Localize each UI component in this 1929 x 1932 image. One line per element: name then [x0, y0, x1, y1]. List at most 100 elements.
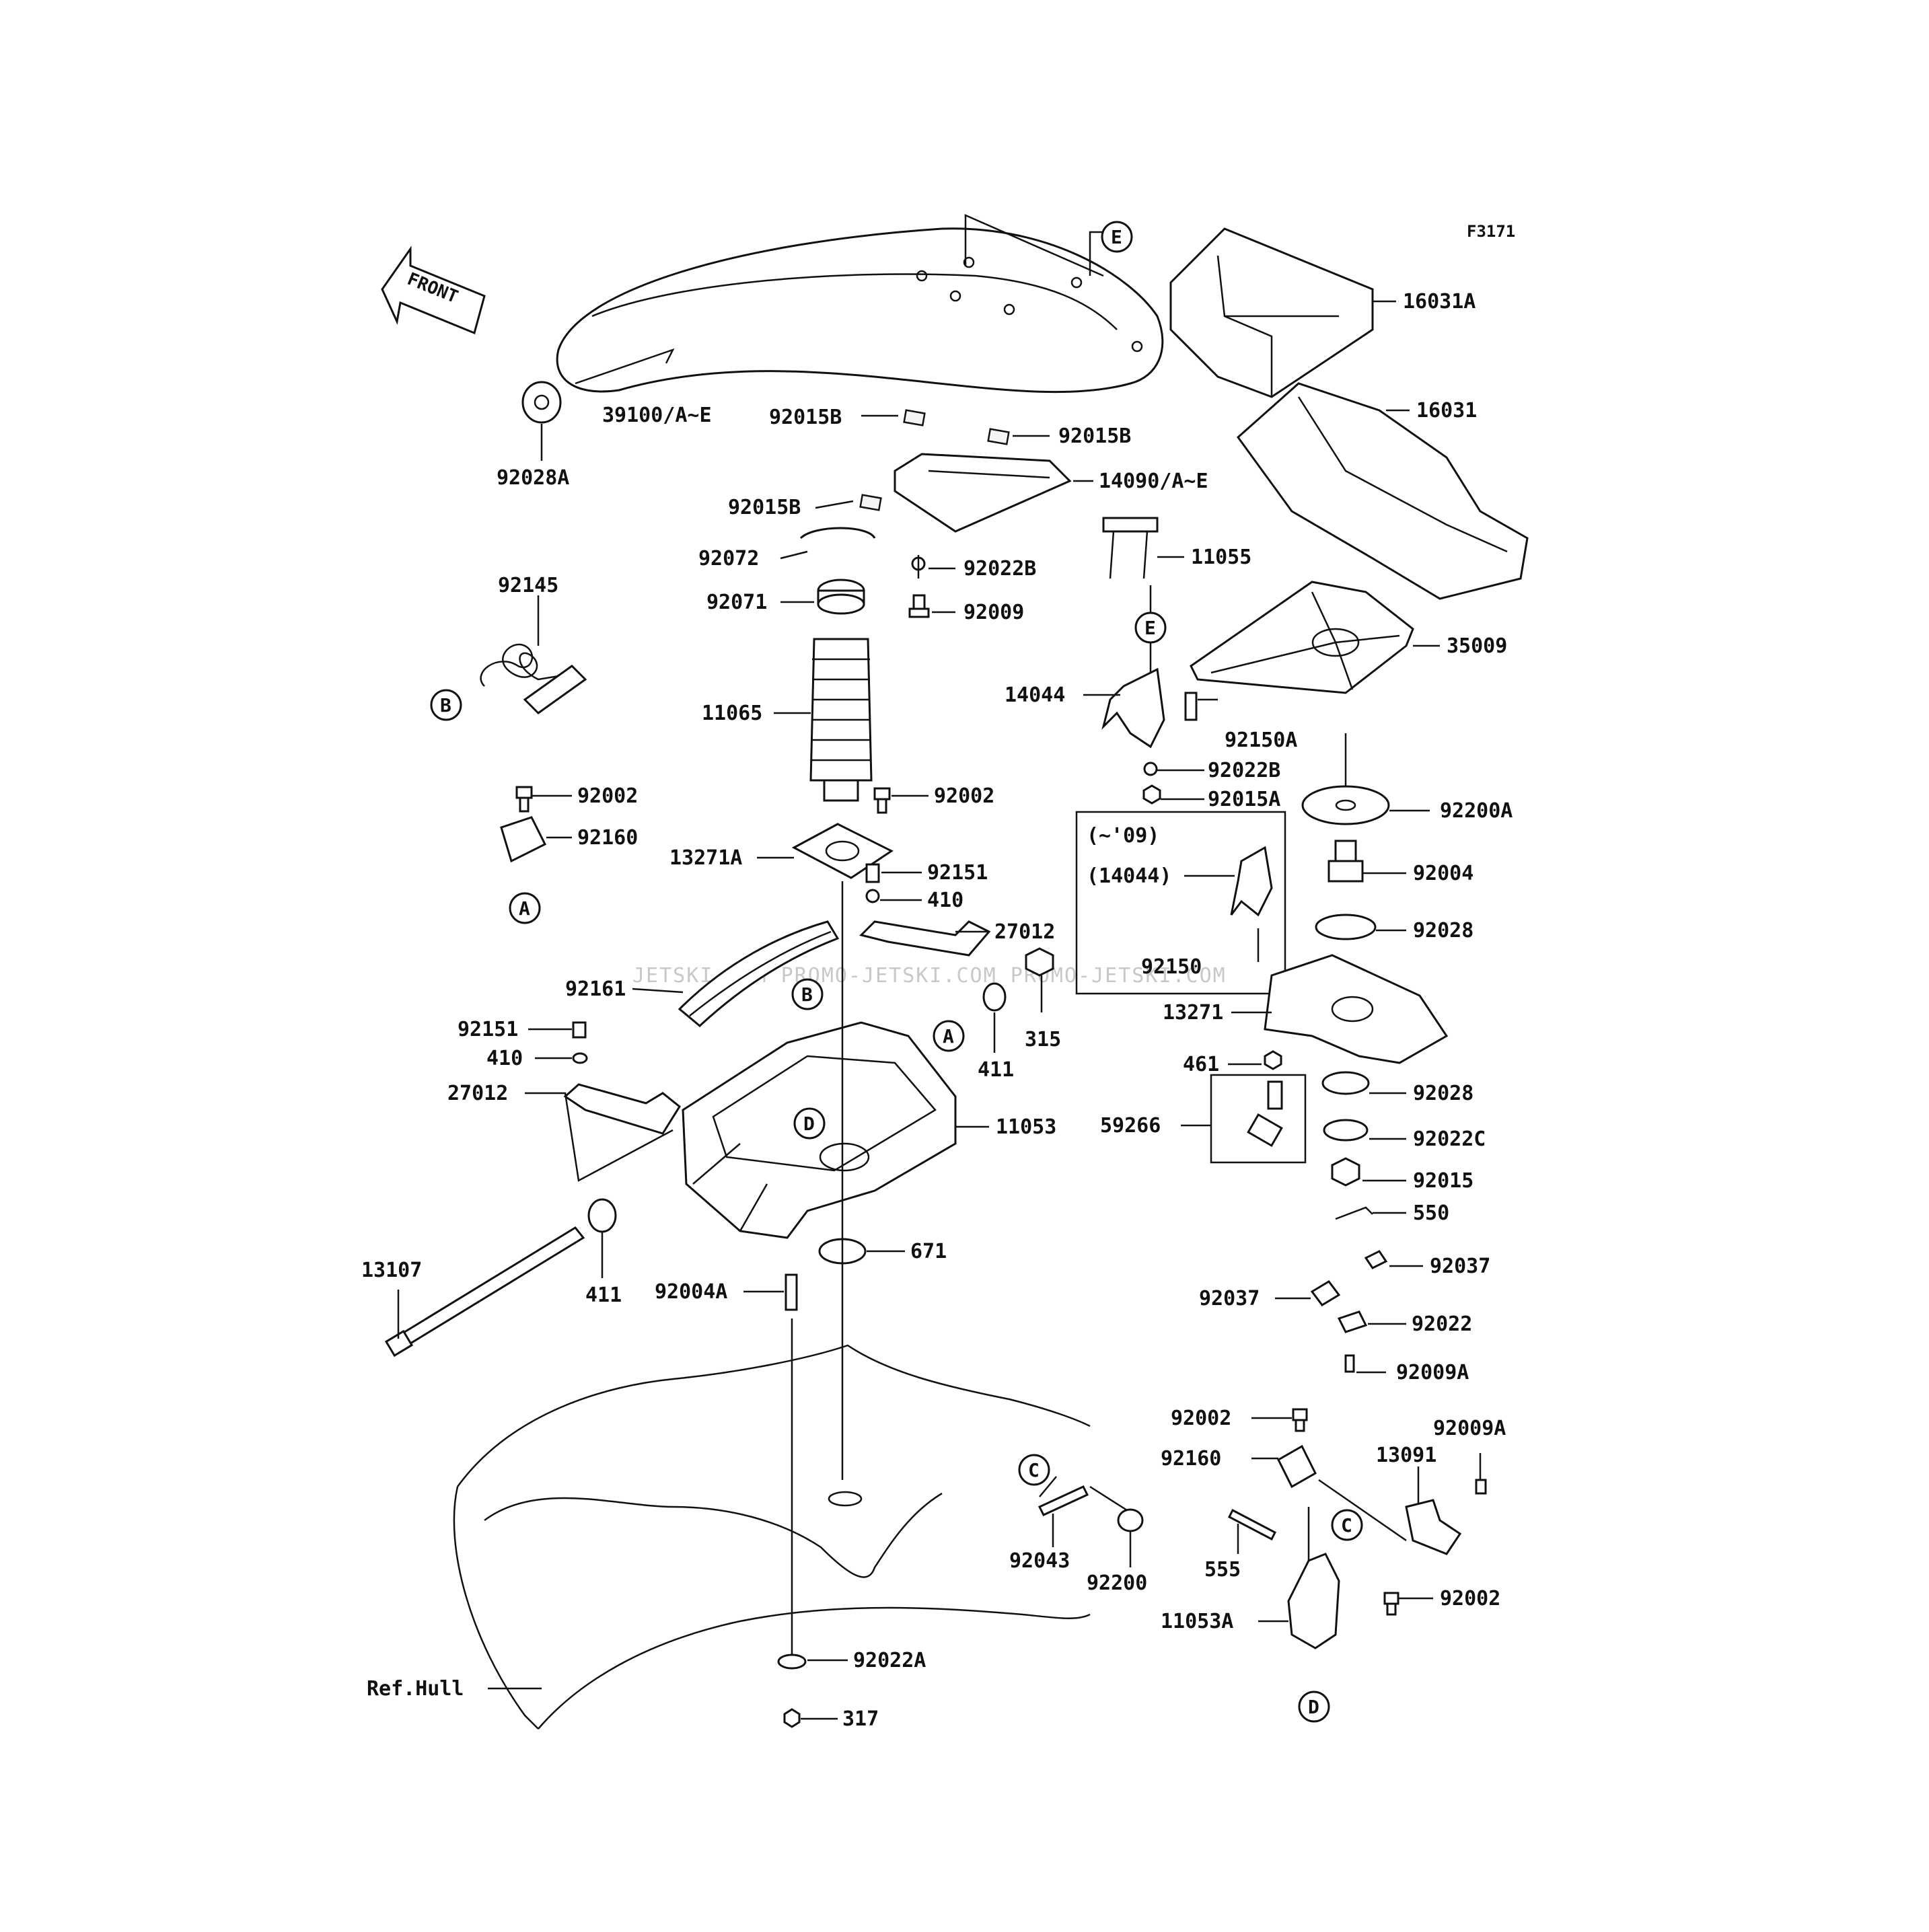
clip-11055 [1102, 517, 1159, 579]
clip-92015b-1 [903, 409, 926, 426]
bolt-92002-3 [1292, 1408, 1308, 1432]
svg-text:A: A [943, 1025, 954, 1047]
grommet-92071 [817, 579, 865, 615]
svg-text:C: C [1028, 1459, 1040, 1481]
label-13091: 13091 [1376, 1444, 1436, 1467]
pin-550 [1335, 1206, 1373, 1220]
nut-92015a [1142, 784, 1161, 805]
washer-92022b-2 [1143, 761, 1158, 776]
label-92043: 92043 [1009, 1549, 1070, 1573]
svg-text:B: B [801, 983, 813, 1006]
svg-text:C: C [1341, 1514, 1352, 1536]
label-16031: 16031 [1416, 399, 1477, 422]
pin-92043 [1038, 1485, 1089, 1516]
label-16031a: 16031A [1403, 290, 1476, 313]
label-92150a: 92150A [1225, 729, 1297, 752]
bolt-92002-1 [515, 786, 533, 813]
washer-92200a [1301, 785, 1390, 825]
label-92071: 92071 [706, 591, 767, 614]
washer-410-2 [572, 1052, 588, 1064]
label-35009: 35009 [1447, 634, 1507, 658]
label-92022c: 92022C [1413, 1127, 1486, 1151]
cover-14090 [894, 453, 1072, 533]
figure-id: F3171 [1467, 222, 1515, 241]
nut-461 [1264, 1050, 1282, 1070]
callout-c-bracket: C [1331, 1509, 1363, 1541]
label-671: 671 [910, 1240, 947, 1263]
label-92004: 92004 [1413, 862, 1473, 885]
bracket-11053a [1287, 1553, 1340, 1649]
svg-text:E: E [1144, 617, 1156, 639]
label-92022b-1: 92022B [963, 557, 1036, 581]
bracket-27012-1 [859, 920, 991, 957]
label-92161: 92161 [565, 977, 626, 1001]
label-411-1: 411 [978, 1058, 1014, 1082]
label-92028-1: 92028 [1413, 919, 1473, 942]
label-92015a: 92015A [1208, 788, 1280, 811]
label-11053: 11053 [996, 1115, 1056, 1139]
label-92028a: 92028A [497, 466, 569, 490]
label-92015b-2: 92015B [1058, 424, 1131, 448]
label-92072: 92072 [698, 547, 759, 570]
plate-35009 [1190, 581, 1414, 694]
label-92022a: 92022A [853, 1649, 926, 1672]
clip-92015b-2 [987, 428, 1010, 445]
seat-cover-part [556, 227, 1164, 394]
plate-13271 [1264, 954, 1449, 1064]
bracket-27012-2 [563, 1083, 681, 1135]
label-14090: 14090/A~E [1099, 470, 1208, 493]
washer-92200 [1117, 1508, 1144, 1532]
washer-92022c [1323, 1119, 1369, 1142]
stud-92004a [785, 1273, 798, 1311]
label-555: 555 [1204, 1558, 1241, 1582]
callout-a-base: A [933, 1020, 965, 1052]
hull-outline [453, 1344, 1091, 1730]
stud-92004 [1327, 840, 1364, 883]
callout-d-base: D [793, 1107, 826, 1140]
nut-92015 [1331, 1157, 1360, 1187]
bolt-92150a [1184, 692, 1198, 721]
label-92022: 92022 [1412, 1312, 1472, 1336]
bolt-92002-4 [1383, 1592, 1399, 1616]
washer-411-1 [982, 982, 1007, 1012]
label-550: 550 [1413, 1201, 1449, 1225]
label-92028-2: 92028 [1413, 1082, 1473, 1105]
screw-92009a-2 [1475, 1479, 1487, 1495]
label-11053a: 11053A [1161, 1610, 1233, 1633]
svg-text:A: A [519, 897, 530, 920]
label-410-1: 410 [927, 889, 963, 912]
nut-317 [783, 1708, 801, 1728]
label-92037-1: 92037 [1430, 1255, 1490, 1278]
svg-text:D: D [803, 1113, 815, 1135]
clip-92037-2 [1310, 1280, 1341, 1306]
bolt-92151-2 [572, 1021, 587, 1039]
label-317: 317 [842, 1707, 879, 1731]
label-92002-4: 92002 [1440, 1587, 1500, 1610]
callout-c-pin: C [1018, 1454, 1050, 1486]
spring-92145 [480, 643, 587, 714]
label-59266: 59266 [1100, 1114, 1161, 1138]
leader-lines [397, 214, 1482, 1720]
washer-410-1 [865, 889, 880, 903]
callout-e-mid: E [1134, 611, 1167, 644]
svg-text:D: D [1308, 1696, 1319, 1718]
label-411-2: 411 [585, 1284, 622, 1307]
label-92160-1: 92160 [577, 826, 638, 850]
bracket-13091 [1405, 1499, 1462, 1555]
label-92009: 92009 [963, 601, 1024, 624]
label-92015: 92015 [1413, 1169, 1473, 1193]
label-27012-1: 27012 [994, 920, 1055, 944]
nut-315 [1025, 947, 1054, 977]
label-92002-2: 92002 [934, 784, 994, 808]
variant-part: (14044) [1087, 864, 1171, 888]
label-92200a: 92200A [1440, 799, 1513, 823]
bolt-92002-2 [873, 787, 891, 814]
label-92145: 92145 [498, 574, 558, 597]
label-13107: 13107 [361, 1259, 422, 1282]
bracket-92160-1 [500, 816, 547, 863]
svg-text:E: E [1111, 226, 1122, 248]
boot-11065 [809, 638, 873, 802]
clip-92022 [1337, 1310, 1368, 1333]
washer-92022a [777, 1654, 807, 1670]
